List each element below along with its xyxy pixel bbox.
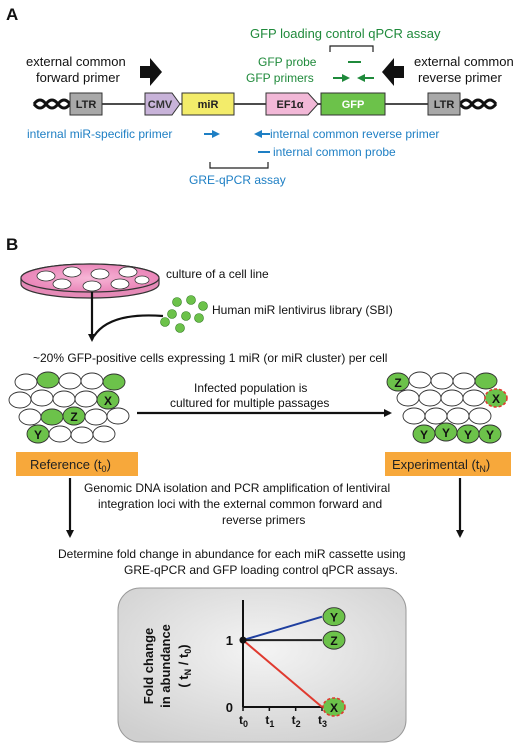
ref-cell-x: X — [96, 390, 120, 410]
exp-cell-y1-letter: Y — [420, 428, 428, 442]
internal-probe-label: internal common probe — [273, 145, 396, 159]
infected-line1: Infected population is — [194, 381, 307, 395]
gfp-probe-label: GFP probe — [258, 55, 317, 69]
exp-cell-z: Z — [386, 372, 410, 392]
chart-ylabel-line2: in abundance — [158, 624, 173, 708]
chart-x-tick-label: t1 — [265, 713, 274, 729]
ref-cell-y: Y — [26, 424, 50, 444]
exp-cell-z-letter: Z — [394, 376, 401, 390]
exp-cell-x-letter: X — [492, 392, 500, 406]
exp-cell-y4-letter: Y — [486, 428, 494, 442]
reference-label: Reference (t0) — [30, 457, 111, 474]
gre-assay-label: GRE-qPCR assay — [189, 173, 286, 187]
chart-series-z-marker — [322, 630, 346, 650]
ltr-right-box: LTR — [427, 92, 461, 116]
chart-series-y-line — [242, 615, 323, 642]
exp-cell-y2: Y — [434, 422, 458, 442]
chart-x-tick-label: t0 — [239, 713, 248, 729]
chart-series-x-line — [242, 639, 323, 708]
ref-cell-x-letter: X — [104, 394, 112, 408]
ref-cell-z-letter: Z — [70, 410, 77, 424]
exp-cell-y3-letter: Y — [464, 428, 472, 442]
ltr-left-label: LTR — [76, 99, 97, 111]
gfp-assay-bracket — [329, 45, 374, 52]
experimental-cell-population — [396, 371, 498, 425]
library-label: Human miR lentivirus library (SBI) — [212, 303, 393, 317]
ext-forward-line1: external common — [26, 54, 126, 69]
chart-series-x-label: X — [330, 701, 338, 715]
ltr-right-label: LTR — [434, 99, 455, 111]
panel-b-label: B — [6, 235, 18, 254]
ef1a-box: EF1α — [265, 92, 319, 116]
ext-reverse-primer-arrow — [382, 58, 404, 86]
exp-cell-y1: Y — [412, 424, 436, 444]
right-genomic-dna-icon — [458, 98, 498, 110]
ref-cell-y-letter: Y — [34, 428, 42, 442]
gre-assay-bracket — [209, 162, 269, 169]
genomic-line1: Genomic DNA isolation and PCR amplificat… — [84, 481, 390, 495]
ef1a-label: EF1α — [277, 99, 304, 111]
exp-cell-y3: Y — [456, 424, 480, 444]
chart-series-y-label: Y — [330, 611, 338, 625]
experimental-label: Experimental (tN) — [392, 457, 490, 474]
reference-cell-population — [8, 371, 130, 444]
chart-x-tick-label: t3 — [318, 713, 327, 729]
genomic-line3: reverse primers — [222, 513, 305, 527]
left-genomic-dna-icon — [32, 98, 72, 110]
panel-a-label: A — [6, 5, 18, 24]
ext-forward-primer-arrow — [140, 58, 162, 86]
gfp-assay-title: GFP loading control qPCR assay — [250, 26, 441, 41]
chart-ylabel-line1: Fold change — [141, 628, 156, 705]
ref-cell-z: Z — [62, 406, 86, 426]
cmv-label: CMV — [148, 99, 173, 111]
gfp-cells-text: ~20% GFP-positive cells expressing 1 miR… — [33, 351, 387, 365]
virus-to-cells-curve — [93, 314, 164, 337]
exp-cell-y2-letter: Y — [442, 426, 450, 440]
ext-reverse-line2: reverse primer — [418, 70, 502, 85]
fold-change-chart: Fold change in abundance ( tN / t0) 1 0 t0… — [141, 600, 346, 729]
genomic-line2: integration loci with the external commo… — [98, 497, 382, 511]
infected-line2: cultured for multiple passages — [170, 396, 329, 410]
reference-label-box: Reference (t0) — [16, 452, 138, 476]
chart-series-x-marker — [322, 697, 346, 717]
culture-label: culture of a cell line — [166, 267, 269, 281]
ltr-left-box: LTR — [69, 92, 103, 116]
chart-series-z-label: Z — [330, 634, 337, 648]
gfp-primers-label: GFP primers — [246, 71, 314, 85]
ext-reverse-line1: external common — [414, 54, 514, 69]
chart-y-tick-label: 0 — [226, 700, 233, 715]
determine-line1: Determine fold change in abundance for e… — [58, 547, 406, 561]
chart-ylabel-line3: ( tN / t0) — [176, 644, 193, 687]
chart-series-y-marker — [322, 607, 346, 627]
chart-start-point — [239, 636, 247, 644]
ext-forward-line2: forward primer — [36, 70, 120, 85]
mir-label: miR — [198, 99, 219, 111]
chart-x-tick-label: t2 — [292, 713, 301, 729]
lentivirus-particles-icon — [160, 295, 208, 333]
exp-cell-y4: Y — [478, 424, 502, 444]
chart-y-tick-label: 1 — [226, 633, 233, 648]
internal-rev-primer-label: internal common reverse primer — [270, 127, 439, 141]
culture-dish — [20, 263, 160, 299]
gfp-label: GFP — [342, 99, 365, 111]
gfp-box: GFP — [320, 92, 386, 116]
cmv-box: CMV — [144, 92, 181, 116]
mir-box: miR — [181, 92, 235, 116]
internal-mir-primer-label: internal miR-specific primer — [27, 127, 172, 141]
experimental-label-box: Experimental (tN) — [385, 452, 511, 476]
determine-line2: GRE-qPCR and GFP loading control qPCR as… — [124, 563, 398, 577]
exp-cell-x: X — [484, 388, 508, 408]
